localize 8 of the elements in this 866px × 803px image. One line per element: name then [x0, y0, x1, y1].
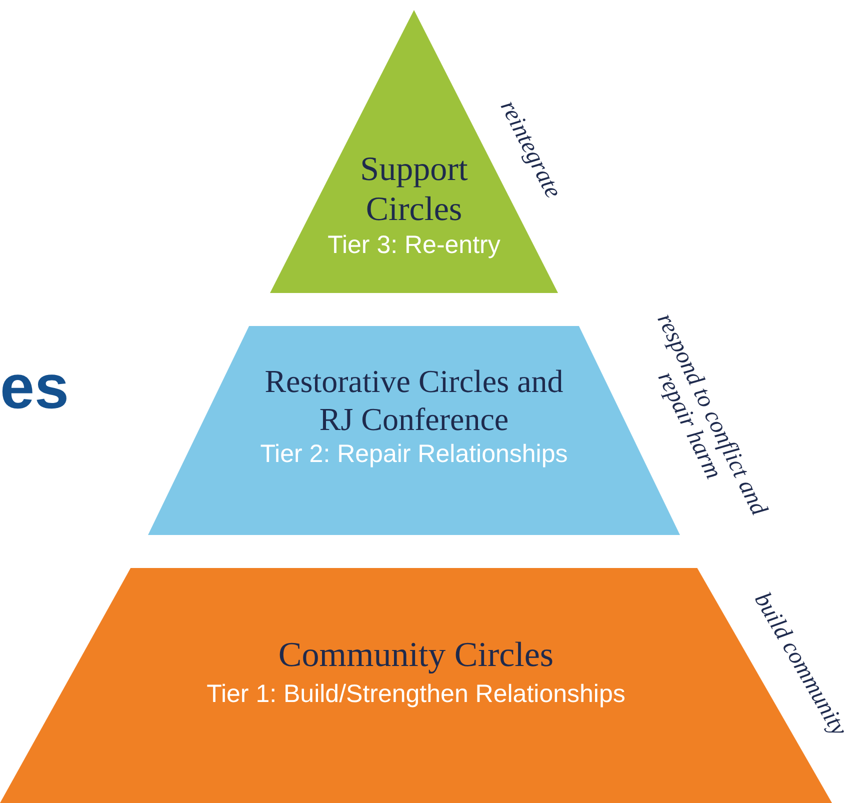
triangle-tier — [270, 10, 558, 293]
tier-title: Restorative Circles and RJ Conference — [264, 363, 564, 438]
tier-title: Community Circles — [278, 634, 554, 676]
heading-fragment: es — [0, 352, 69, 423]
tier-subtitle: Tier 2: Repair Relationships — [260, 438, 568, 468]
tier-subtitle: Tier 1: Build/Strengthen Relationships — [206, 679, 626, 710]
tier-title: Support Circles — [359, 150, 469, 230]
tier-subtitle: Tier 3: Re-entry — [328, 230, 500, 260]
